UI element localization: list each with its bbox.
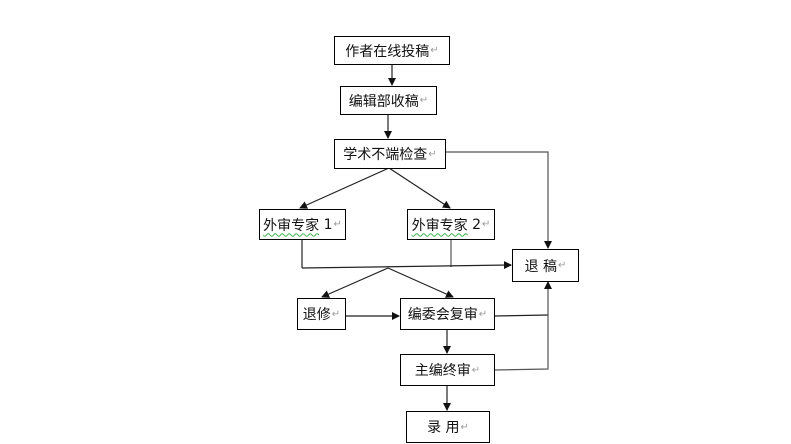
- return-mark-icon: ↵: [481, 219, 491, 230]
- return-mark-icon: ↵: [331, 308, 341, 320]
- edge-merge-revise: [321, 267, 389, 298]
- edge-plagiarism-expert2: [388, 167, 451, 209]
- return-mark-icon: ↵: [460, 421, 469, 433]
- node-label: 录 用: [427, 420, 460, 436]
- node-label: 学术不端检查: [343, 147, 428, 163]
- edge-plagiarism-expert1: [299, 167, 390, 209]
- node-rejection: 退 稿↵: [512, 249, 579, 282]
- edge-experts-reject: [301, 261, 512, 270]
- node-label: 外审专家: [411, 217, 468, 234]
- return-mark-icon: ↵: [558, 260, 567, 271]
- node-label: 主编终审: [414, 363, 471, 379]
- node-suffix: 1: [323, 216, 333, 233]
- node-external-expert-1: 外审专家 1↵: [259, 209, 346, 240]
- node-label: 外审专家: [263, 217, 320, 234]
- node-label: 编委会复审: [407, 307, 478, 323]
- return-mark-icon: ↵: [471, 364, 481, 376]
- node-label: 编辑部收稿: [348, 93, 419, 110]
- return-mark-icon: ↵: [419, 95, 429, 106]
- edge-board-reject: [493, 314, 549, 317]
- node-chief-editor-final-review: 主编终审↵: [400, 354, 495, 386]
- node-editorial-board-review: 编委会复审↵: [400, 298, 495, 330]
- node-editorial-receipt: 编辑部收稿↵: [340, 86, 437, 115]
- node-label: 退修: [302, 307, 331, 323]
- return-mark-icon: ↵: [478, 308, 488, 320]
- return-mark-icon: ↵: [333, 219, 342, 230]
- return-mark-icon: ↵: [430, 45, 439, 56]
- node-plagiarism-check: 学术不端检查↵: [334, 139, 446, 169]
- node-acceptance: 录 用↵: [406, 411, 490, 443]
- node-label: 作者在线投稿: [345, 43, 430, 60]
- node-external-expert-2: 外审专家 2↵: [407, 209, 495, 240]
- node-suffix: 2: [472, 216, 481, 233]
- return-mark-icon: ↵: [428, 148, 437, 160]
- node-label: 退 稿: [524, 258, 558, 275]
- node-author-submission: 作者在线投稿↵: [334, 36, 450, 65]
- node-revision: 退修↵: [297, 298, 346, 330]
- edge-chief-reject: [493, 281, 552, 371]
- edge-plagiarism-reject: [446, 151, 552, 249]
- edge-merge-board: [387, 267, 454, 298]
